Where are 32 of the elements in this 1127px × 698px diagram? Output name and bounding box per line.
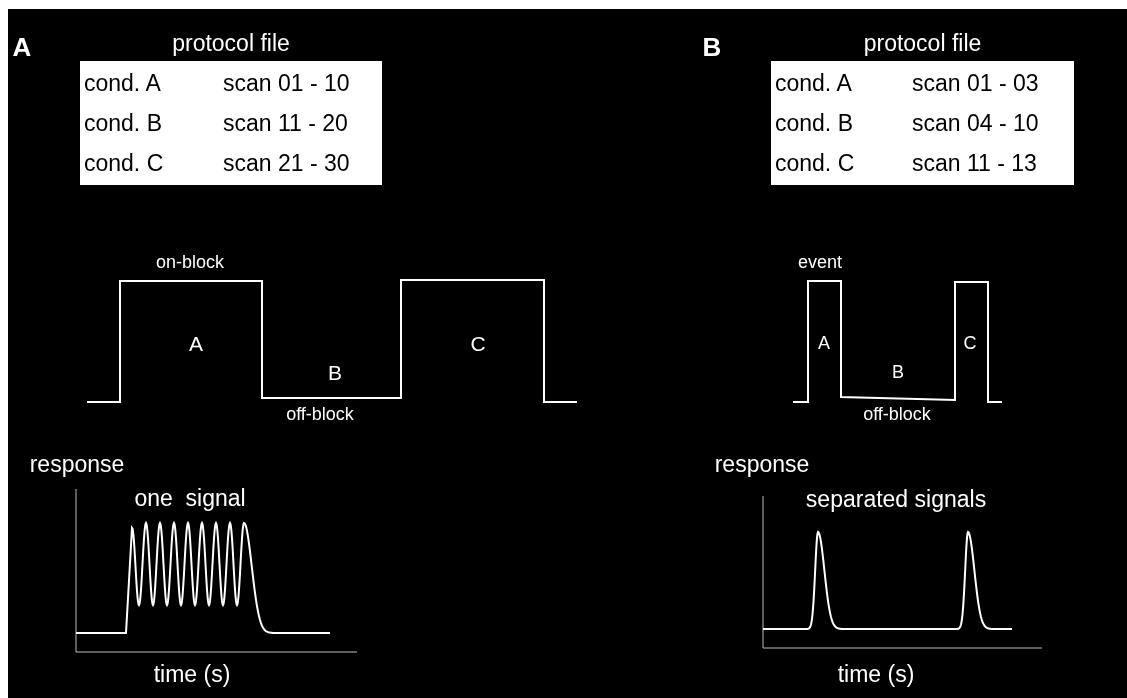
panel-letter: A [12, 34, 32, 60]
table-cell-text: scan 11 - 13 [912, 149, 1037, 178]
diagram-label: B [892, 363, 904, 381]
table-cell-text: cond. B [775, 109, 853, 138]
diagram-label: A [818, 334, 830, 352]
diagram-label: C [470, 332, 486, 354]
table-cell-text: cond. C [775, 149, 855, 178]
table-cell-text: cond. A [84, 69, 161, 98]
diagram-label: off-block [863, 405, 931, 423]
panel-letter: B [702, 34, 722, 60]
table-cell-text: scan 04 - 10 [912, 109, 1039, 138]
diagram-label: time (s) [837, 662, 915, 686]
diagram-label: time (s) [153, 662, 231, 686]
table-cell-text: cond. C [84, 149, 164, 178]
diagram-label: B [328, 361, 342, 383]
table-cell-text: scan 21 - 30 [223, 149, 350, 178]
diagram-label: off-block [286, 405, 354, 423]
diagram-label: event [798, 253, 842, 271]
diagram-label: A [189, 332, 203, 354]
table-cell-text: scan 01 - 03 [912, 69, 1039, 98]
table-heading: protocol file [171, 29, 291, 57]
diagram-label: C [963, 334, 977, 352]
diagram-label: one signal [134, 486, 246, 510]
diagram-label: on-block [156, 253, 224, 271]
diagram-label: response [29, 452, 125, 476]
table-cell-text: cond. A [775, 69, 852, 98]
diagram-label: separated signals [805, 487, 987, 511]
diagram-label: response [714, 452, 810, 476]
table-cell-text: cond. B [84, 109, 162, 138]
table-cell-text: scan 11 - 20 [223, 109, 348, 138]
table-cell-text: scan 01 - 10 [223, 69, 350, 98]
table-heading: protocol file [862, 29, 983, 57]
